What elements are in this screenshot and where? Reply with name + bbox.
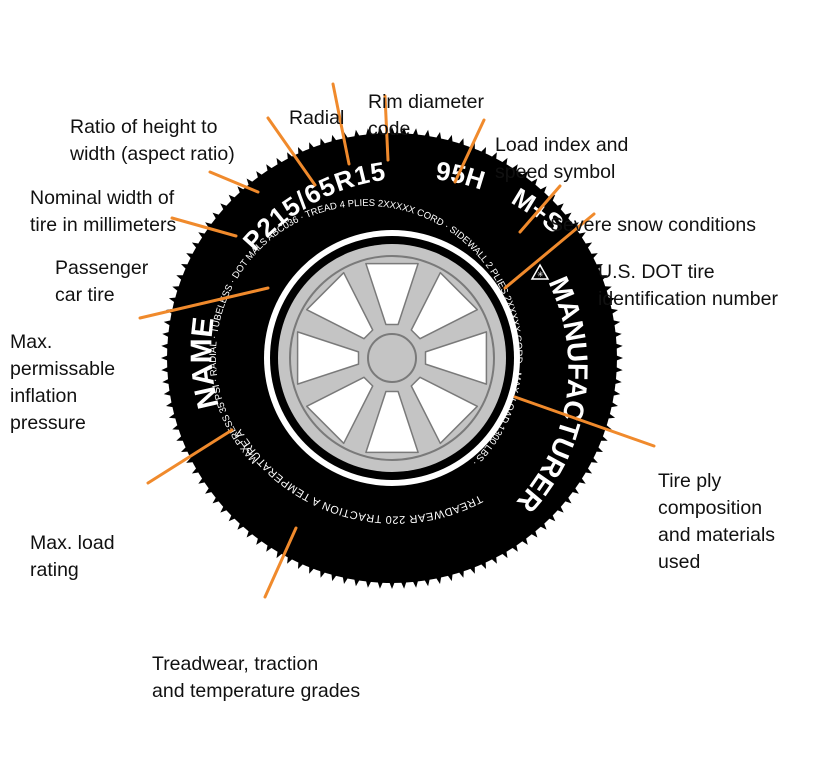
leader-snow [518,184,562,234]
tire-illustration: P215/65R15 95H M+S ✳ NAME MANUFACTURER M… [138,82,656,599]
rim-spoke-gap [365,390,419,454]
rim-spoke-gap [365,262,419,326]
rim-hub [367,333,417,383]
rim-spoke-gap [410,376,479,445]
leader-lines [138,82,656,599]
leader-ply [513,395,656,448]
rim-spoke-gap [410,271,479,340]
leader-treadwear [263,526,298,599]
leader-load-index [453,118,486,184]
rim-spoke-gap [424,331,488,385]
leader-nominal-width [208,170,260,194]
leader-aspect-ratio [266,116,317,187]
label-radial: Radial [289,107,345,129]
rim-inner-ring [289,255,495,461]
rim-spoke-gap [305,271,374,340]
rim-spokes [296,262,488,454]
svg-text:✳: ✳ [537,270,544,279]
leader-max-load [146,428,234,485]
tire-sidewall-diagram: P215/65R15 95H M+S ✳ NAME MANUFACTURER M… [10,82,778,702]
leader-passenger [170,216,238,238]
rim-spoke-gap [296,331,360,385]
leader-rim-diameter [383,94,390,162]
leader-radial [331,82,351,166]
rim-spoke-gap [305,376,374,445]
leader-inflation [138,286,270,320]
leader-dot [503,212,596,290]
snowflake-mountain-icon: ✳ [530,263,550,280]
label-snow: Severe snow conditions [550,214,756,236]
